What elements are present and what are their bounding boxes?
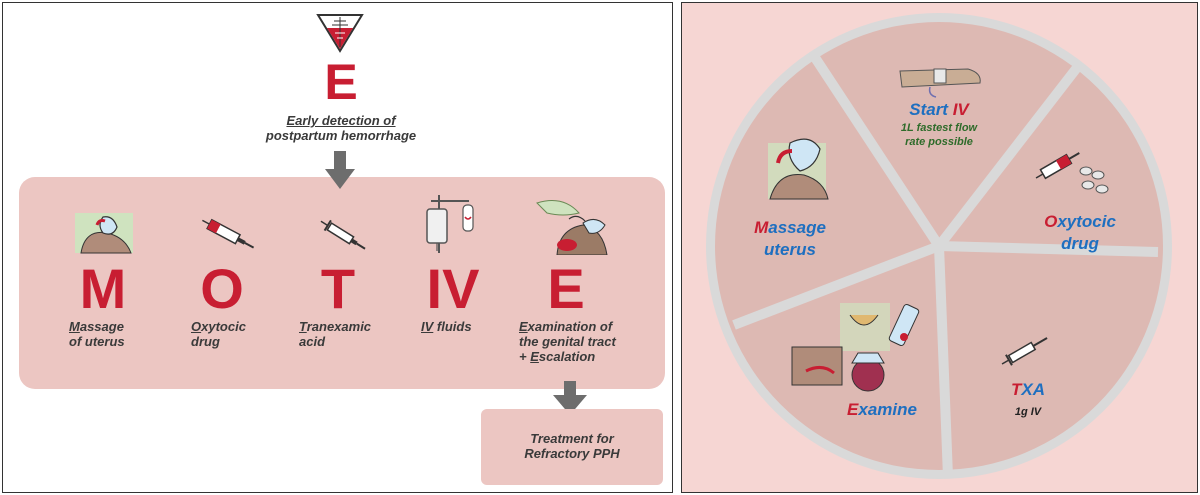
start-iv-sub2: rate possible	[905, 136, 973, 148]
caption-iv-fluids: IV fluids	[421, 319, 472, 334]
motive-letter-e: E	[547, 257, 585, 320]
oxytocic-line2: drug	[1061, 234, 1099, 253]
txa-syringe-icon	[1001, 337, 1048, 366]
caption-examination: Examination of the genital tract + Escal…	[519, 319, 616, 364]
arrow-down-icon	[553, 381, 587, 415]
caption-tranexamic: Tranexamic acid	[299, 319, 372, 349]
arrow-down-icon	[325, 151, 355, 189]
motive-letter-m: M	[79, 257, 127, 320]
motive-letter-o: O	[200, 257, 244, 320]
early-detection-line1: Early detection of	[286, 113, 396, 128]
arm-iv-icon	[899, 68, 981, 98]
motive-letter-iv: IV	[426, 257, 480, 320]
uterus-massage-icon	[75, 213, 133, 254]
refractory-pph-caption: Treatment for Refractory PPH	[524, 431, 620, 461]
oxytocic-syringe-icon	[202, 218, 255, 249]
oxytocic-syringe-icon	[1035, 152, 1080, 180]
txa-sub: 1g IV	[1015, 406, 1043, 418]
treatment-wheel: Start IV 1L fastest flow rate possible M…	[706, 13, 1172, 479]
tranexamic-syringe-icon	[320, 219, 366, 250]
caption-massage: Massage of uterus	[69, 319, 125, 349]
early-detection-line2: postpartum hemorrhage	[265, 128, 417, 143]
massage-title: Massage	[754, 218, 826, 237]
uterus-massage-icon	[768, 138, 829, 200]
blood-collection-drape-icon	[316, 14, 364, 53]
early-detection-letter: E	[324, 54, 358, 110]
start-iv-title: Start IV	[909, 100, 970, 119]
massage-line2: uterus	[764, 240, 816, 259]
refractory-pph-box	[481, 409, 663, 485]
treatment-wheel-panel: Start IV 1L fastest flow rate possible M…	[681, 2, 1198, 493]
motive-flow-panel: E Early detection of postpartum hemorrha…	[2, 2, 673, 493]
iv-fluid-bag-icon	[426, 195, 474, 253]
motive-letter-t: T	[320, 257, 356, 320]
start-iv-sub1: 1L fastest flow	[901, 122, 979, 134]
examine-title: Examine	[847, 400, 917, 419]
oxytocic-title: Oxytocic	[1044, 212, 1116, 231]
genital-tract-exam-icon	[536, 200, 608, 255]
wheel-dividers	[732, 50, 1159, 478]
caption-oxytocic: Oxytocic drug	[191, 319, 246, 349]
txa-title: TXA	[1011, 380, 1045, 399]
early-detection-caption: Early detection of postpartum hemorrhage	[251, 113, 431, 143]
pill-tablets-icon	[1079, 166, 1109, 194]
examination-icons	[791, 303, 920, 392]
